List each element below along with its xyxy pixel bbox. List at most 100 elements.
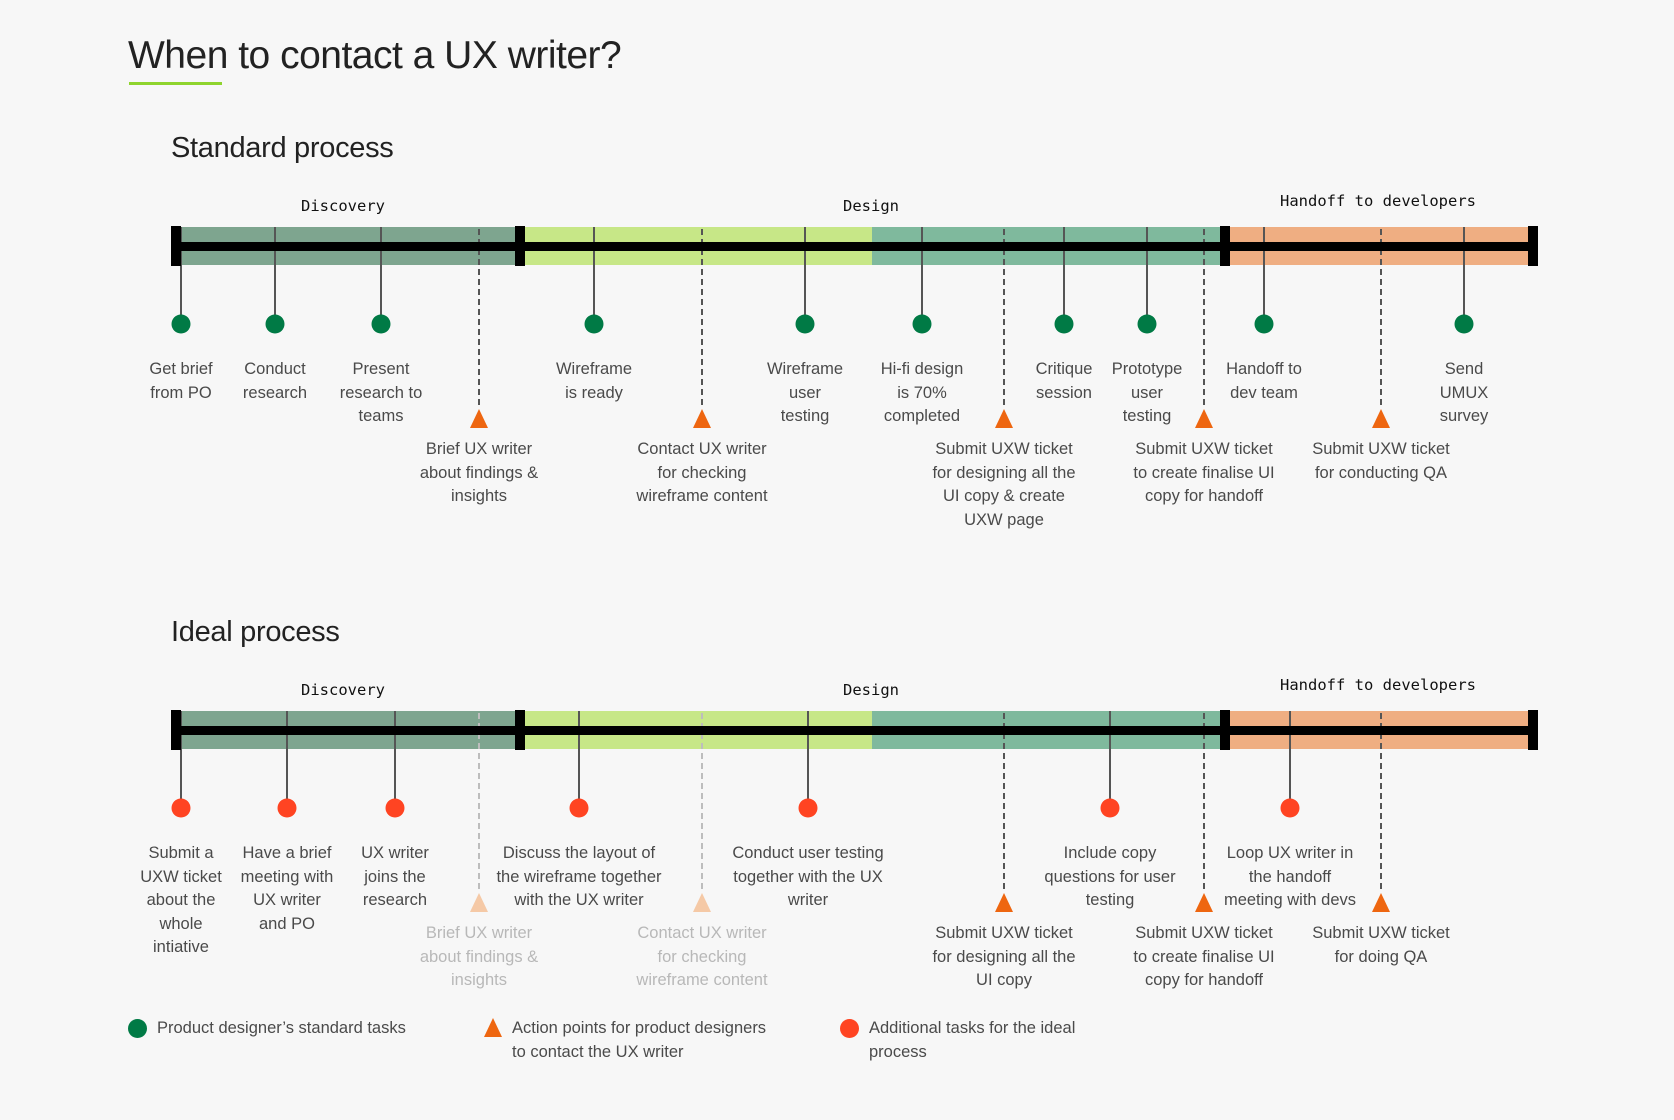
stem-connector xyxy=(180,227,182,324)
legend-item-action: Action points for product designers to c… xyxy=(484,1017,766,1064)
dashed-connector xyxy=(1003,229,1005,405)
phase-divider xyxy=(515,710,525,750)
additional-task-dot-icon xyxy=(277,798,297,818)
stem-connector xyxy=(274,227,276,324)
stem-connector xyxy=(380,227,382,324)
stem-connector xyxy=(1463,227,1465,324)
standard-task-dot-icon xyxy=(584,314,604,334)
action-point-label: Submit UXW ticket to create finalise UI … xyxy=(1133,924,1275,989)
additional-task-dot-icon xyxy=(569,798,589,818)
action-point-triangle-icon xyxy=(1195,409,1213,428)
action-point-label: Contact UX writer for checking wireframe… xyxy=(636,924,768,989)
phase-label-handoff: Handoff to developers xyxy=(1280,192,1476,210)
standard-task-label: Get brief from PO xyxy=(149,360,213,402)
legend-item-additional: Additional tasks for the ideal process xyxy=(840,1017,1075,1064)
stem-connector xyxy=(593,227,595,324)
action-point-label: Submit UXW ticket to create finalise UI … xyxy=(1133,440,1275,505)
standard-task-label: Conduct research xyxy=(242,360,308,402)
additional-task-label: Submit a UXW ticket about the whole inti… xyxy=(140,844,222,956)
standard-task-dot-icon xyxy=(265,314,285,334)
ideal-process-title: Ideal process xyxy=(171,616,340,648)
standard-task-dot-icon xyxy=(1254,314,1274,334)
dashed-connector xyxy=(701,229,703,405)
standard-task-dot-icon xyxy=(795,314,815,334)
additional-task-label: Conduct user testing together with the U… xyxy=(732,844,884,909)
dashed-connector xyxy=(1003,713,1005,889)
dashed-connector xyxy=(478,229,480,405)
stem-connector xyxy=(1146,227,1148,324)
phase-divider xyxy=(1220,226,1230,266)
additional-task-dot-icon xyxy=(1100,798,1120,818)
standard-task-label: Wireframe user testing xyxy=(766,360,844,425)
phase-divider xyxy=(1220,710,1230,750)
stem-connector xyxy=(1289,711,1291,808)
standard-task-label: Send UMUX survey xyxy=(1439,360,1489,425)
phase-label-discovery: Discovery xyxy=(301,197,385,215)
additional-task-dot-icon xyxy=(385,798,405,818)
additional-task-dot-icon xyxy=(1280,798,1300,818)
legend-label: Additional tasks for the ideal process xyxy=(869,1019,1076,1061)
stem-connector xyxy=(578,711,580,808)
standard-task-label: Hi-fi design is 70% completed xyxy=(880,360,964,425)
stem-connector xyxy=(1263,227,1265,324)
standard-task-label: Handoff to dev team xyxy=(1226,360,1302,402)
dashed-connector xyxy=(1380,229,1382,405)
additional-task-label: Loop UX writer in the handoff meeting wi… xyxy=(1223,844,1357,909)
triangle-icon xyxy=(484,1018,502,1037)
action-point-triangle-icon xyxy=(995,893,1013,912)
additional-task-dot-icon xyxy=(798,798,818,818)
standard-task-dot-icon xyxy=(912,314,932,334)
additional-task-label: Discuss the layout of the wireframe toge… xyxy=(496,844,662,909)
dashed-connector xyxy=(478,713,480,889)
action-point-triangle-icon xyxy=(995,409,1013,428)
action-point-triangle-icon xyxy=(470,409,488,428)
stem-connector xyxy=(286,711,288,808)
standard-task-dot-icon xyxy=(371,314,391,334)
stem-connector xyxy=(804,227,806,324)
stem-connector xyxy=(1063,227,1065,324)
legend-label: Product designer’s standard tasks xyxy=(157,1019,406,1037)
circle-icon xyxy=(840,1019,859,1038)
timeline-axis xyxy=(176,242,1533,251)
dashed-connector xyxy=(1203,713,1205,889)
action-point-triangle-icon xyxy=(1372,893,1390,912)
dashed-connector xyxy=(1203,229,1205,405)
additional-task-label: Include copy questions for user testing xyxy=(1044,844,1176,909)
standard-task-dot-icon xyxy=(1137,314,1157,334)
circle-icon xyxy=(128,1019,147,1038)
standard-task-label: Present research to teams xyxy=(339,360,423,425)
standard-task-label: Prototype user testing xyxy=(1111,360,1183,425)
stem-connector xyxy=(394,711,396,808)
action-point-label: Brief UX writer about findings & insight… xyxy=(419,924,539,989)
phase-label-design: Design xyxy=(843,681,899,699)
action-point-triangle-icon xyxy=(1372,409,1390,428)
action-point-triangle-icon xyxy=(693,893,711,912)
standard-task-label: Critique session xyxy=(1035,360,1093,402)
dashed-connector xyxy=(701,713,703,889)
legend-label: Action points for product designers to c… xyxy=(512,1019,767,1061)
title-underline xyxy=(129,82,222,85)
stem-connector xyxy=(807,711,809,808)
action-point-triangle-icon xyxy=(470,893,488,912)
standard-task-label: Wireframe is ready xyxy=(555,360,633,402)
additional-task-dot-icon xyxy=(171,798,191,818)
action-point-label: Brief UX writer about findings & insight… xyxy=(419,440,539,505)
standard-task-dot-icon xyxy=(1054,314,1074,334)
action-point-triangle-icon xyxy=(693,409,711,428)
stem-connector xyxy=(1109,711,1111,808)
action-point-triangle-icon xyxy=(1195,893,1213,912)
additional-task-label: UX writer joins the research xyxy=(361,844,429,909)
action-point-label: Submit UXW ticket for designing all the … xyxy=(932,440,1076,529)
action-point-label: Submit UXW ticket for designing all the … xyxy=(932,924,1076,989)
start-cap xyxy=(171,226,181,266)
phase-label-discovery: Discovery xyxy=(301,681,385,699)
standard-task-dot-icon xyxy=(1454,314,1474,334)
phase-label-design: Design xyxy=(843,197,899,215)
legend-item-task: Product designer’s standard tasks xyxy=(128,1017,406,1041)
action-point-label: Submit UXW ticket for conducting QA xyxy=(1312,440,1450,482)
start-cap xyxy=(171,710,181,750)
end-cap xyxy=(1528,710,1538,750)
stem-connector xyxy=(921,227,923,324)
page-title: When to contact a UX writer? xyxy=(128,34,622,77)
action-point-label: Submit UXW ticket for doing QA xyxy=(1312,924,1450,966)
